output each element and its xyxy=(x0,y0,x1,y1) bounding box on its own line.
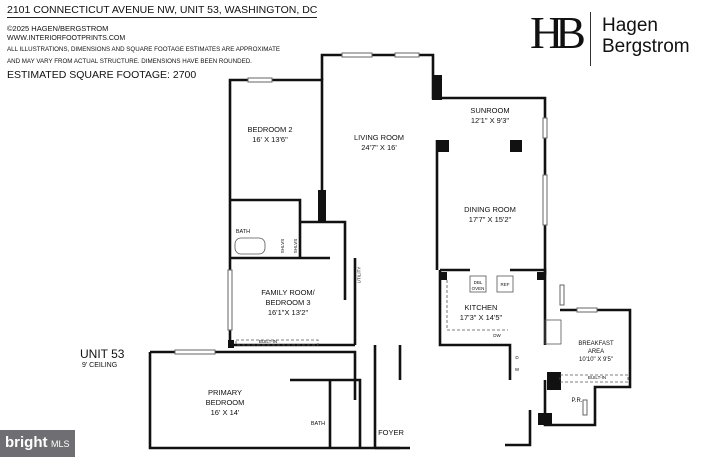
utility-label: UTILITY xyxy=(356,266,362,284)
window xyxy=(394,52,420,58)
column xyxy=(437,140,449,152)
bright-mls-badge: bright MLS xyxy=(0,430,75,457)
copyright: ©2025 HAGEN/BERGSTROM xyxy=(7,24,109,33)
column xyxy=(538,413,552,425)
window xyxy=(542,174,548,226)
address-title: 2101 CONNECTICUT AVENUE NW, UNIT 53, WAS… xyxy=(7,4,318,18)
window xyxy=(227,269,233,331)
shelves-label: SHLVS xyxy=(280,238,286,254)
wall-pr xyxy=(505,410,532,447)
dishwasher-label: DW xyxy=(493,333,501,338)
window xyxy=(582,399,588,416)
logo-line-2: Bergstrom xyxy=(602,36,690,57)
column xyxy=(318,190,326,222)
room-powder-room: P.R. xyxy=(571,398,583,404)
column xyxy=(228,340,234,348)
ceiling-height: 9' CEILING xyxy=(82,362,118,369)
column xyxy=(537,272,545,280)
wall-primary xyxy=(148,350,400,450)
room-bath-2: BATH xyxy=(310,421,326,427)
wall-foyer xyxy=(373,345,410,450)
wall-bedroom2 xyxy=(228,78,324,345)
square-footage: ESTIMATED SQUARE FOOTAGE: 2700 xyxy=(7,69,197,81)
built-in-label: BUILT-IN xyxy=(587,375,607,380)
badge-suffix: MLS xyxy=(51,439,70,449)
kitchen-counter-dashed xyxy=(446,280,508,331)
column xyxy=(432,75,442,100)
window xyxy=(341,52,373,58)
window xyxy=(542,117,548,139)
logo-line-1: Hagen xyxy=(602,15,658,36)
disclaimer-line-2: AND MAY VARY FROM ACTUAL STRUCTURE. DIME… xyxy=(7,58,252,65)
fridge-cabinet xyxy=(496,275,514,293)
window xyxy=(576,307,598,313)
disclaimer-line-1: ALL ILLUSTRATIONS, DIMENSIONS AND SQUARE… xyxy=(7,46,280,53)
refrigerator-label: REF xyxy=(500,282,510,287)
unit-name: UNIT 53 xyxy=(80,347,125,361)
dryer-label: D xyxy=(515,355,519,360)
room-foyer: FOYER xyxy=(378,428,404,437)
built-in-cabinet xyxy=(559,374,629,383)
column xyxy=(439,272,447,280)
cooktop xyxy=(544,319,562,345)
wall-kitchen xyxy=(438,268,547,380)
hagen-bergstrom-logo: HB Hagen Bergstrom xyxy=(530,6,720,66)
wall-closet xyxy=(290,378,362,448)
wall-bath1 xyxy=(230,198,347,260)
bathtub xyxy=(234,237,266,255)
room-bath-1: BATH xyxy=(235,229,251,235)
logo-monogram: HB xyxy=(530,7,586,58)
built-in-label: BUILT-IN xyxy=(258,339,278,344)
badge-brand: bright xyxy=(5,434,48,451)
shelves-label: SHLVS xyxy=(293,238,299,254)
washer-label: W xyxy=(514,367,520,372)
window xyxy=(247,77,273,83)
oven-cabinet xyxy=(469,275,487,293)
website: WWW.INTERIORFOOTPRINTS.COM xyxy=(7,35,126,42)
column xyxy=(547,372,561,390)
logo-divider xyxy=(590,12,591,66)
window xyxy=(174,349,216,355)
window xyxy=(559,284,565,306)
column xyxy=(510,140,522,152)
built-in-cabinet xyxy=(235,339,319,346)
double-oven-label: DBL OVEN xyxy=(471,280,485,291)
